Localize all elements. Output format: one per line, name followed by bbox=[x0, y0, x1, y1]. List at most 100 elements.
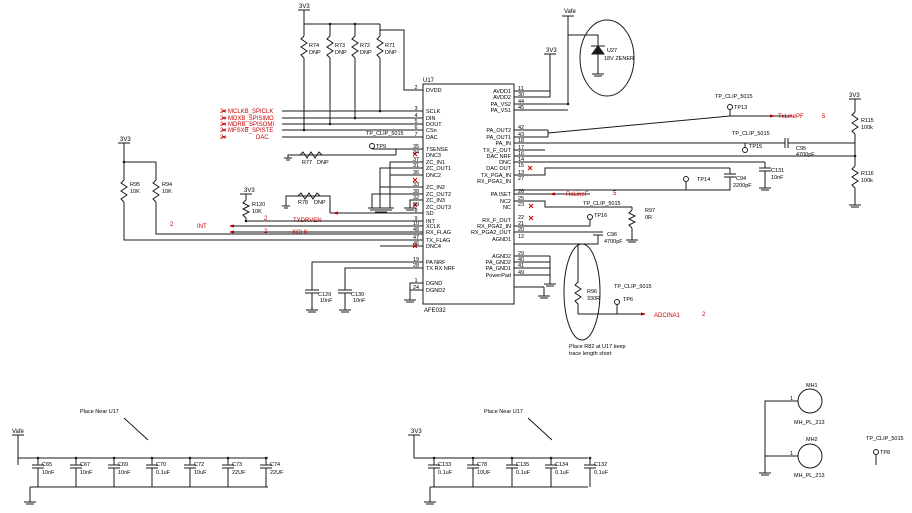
mh1-pin: 1 bbox=[790, 396, 793, 402]
spi-sheet-0: 2 bbox=[220, 109, 224, 115]
tp16-label: TP16 bbox=[594, 213, 607, 219]
ic-pin-name: NC2 bbox=[500, 199, 511, 205]
int-label: INT bbox=[197, 224, 207, 230]
spi-sheet-4: 2 bbox=[220, 135, 224, 141]
cap-3v3-junction bbox=[549, 456, 553, 460]
vafe-cap-value: 10uF bbox=[194, 470, 207, 476]
tp13-clip: TP_CLIP_5015 bbox=[715, 94, 753, 100]
ic-pin-num: 36 bbox=[413, 170, 419, 176]
ic-pin-name: RX_FLAG bbox=[426, 230, 451, 236]
int-sheet: 2 bbox=[170, 222, 174, 228]
ic-pin-name: TSENSE bbox=[426, 147, 448, 153]
ic-pin-name: TX RX NRF bbox=[426, 266, 456, 272]
ic-pin-name: ZC_OUT3 bbox=[426, 205, 451, 211]
ic-pin-num: 13 bbox=[518, 170, 524, 176]
ic-pin-num: 31 bbox=[413, 163, 419, 169]
vafe-cap-junction bbox=[188, 456, 192, 460]
c95-label: C95 bbox=[796, 146, 806, 152]
ic-pin-num: 30 bbox=[518, 92, 524, 98]
c129-label: C129 bbox=[318, 292, 331, 298]
vafe-cap-ref: C65 bbox=[42, 462, 52, 468]
vafe-cap-value: 22UF bbox=[270, 470, 284, 476]
ic-pin-num: 6 bbox=[414, 125, 417, 131]
cap-3v3-ref: C135 bbox=[516, 462, 529, 468]
pwr-3v3-bot: 3V3 bbox=[411, 429, 422, 435]
ic-pin-name: DAC NRF bbox=[487, 154, 512, 160]
cap-3v3-junction bbox=[432, 456, 436, 460]
ic-pin-num: 42 bbox=[518, 125, 524, 131]
ic-pin-name: DNC2 bbox=[426, 173, 441, 179]
ic-pin-name: SD bbox=[426, 211, 434, 217]
spi-net-1: MDXB_SPISIMO bbox=[228, 116, 274, 122]
ic-pin-name: TX_F_OUT bbox=[483, 148, 512, 154]
ic-pin-name: AVDD2 bbox=[493, 95, 511, 101]
ic-pin-num: 7 bbox=[414, 132, 417, 138]
r72-ref: R72 bbox=[360, 43, 370, 49]
r97-val: 0R bbox=[645, 215, 652, 221]
cap-3v3-ref: C134 bbox=[555, 462, 568, 468]
r73-val: DNP bbox=[335, 50, 347, 56]
spi-net-0: MCLKB_SPICLK bbox=[228, 109, 273, 115]
adcina1-sheet: 2 bbox=[702, 312, 706, 318]
ic-pin-num: 22 bbox=[518, 215, 524, 221]
ic-pin-name: TX_FLAG bbox=[426, 238, 450, 244]
zener-val: 18V ZENER bbox=[604, 56, 634, 62]
ic-pin-name: RX_PGA2_OUT bbox=[471, 230, 512, 236]
pwr-3v3-avdd: 3V3 bbox=[546, 48, 557, 54]
spi-net-3: MFSXB_SPISTE bbox=[228, 128, 273, 134]
spi-sheet-2: 2 bbox=[220, 122, 224, 128]
r120-val: 10K bbox=[252, 209, 262, 215]
ic-pin-num: 8 bbox=[414, 208, 417, 214]
cap-3v3-value: 0.1uF bbox=[438, 470, 453, 476]
tp8-label: TP8 bbox=[880, 450, 890, 456]
c130-val: 10nF bbox=[353, 298, 366, 304]
r94-val: 10K bbox=[162, 189, 172, 195]
xclk-sheet: 2 bbox=[264, 229, 268, 235]
pwr-3v3-r115: 3V3 bbox=[849, 93, 860, 99]
mh1-part: MH_PL_213 bbox=[794, 420, 825, 426]
ic-pin-num: 11 bbox=[518, 86, 524, 92]
r115-val: 100k bbox=[861, 125, 873, 131]
pwr-vafe-bot: Vafe bbox=[12, 429, 25, 435]
ic-pin-name: DOUT bbox=[426, 122, 442, 128]
cap-3v3-value: 0.1uF bbox=[555, 470, 570, 476]
ic-pin-num: 17 bbox=[518, 145, 524, 151]
r73-ref: R73 bbox=[335, 43, 345, 49]
ic-pin-num: 21 bbox=[518, 221, 524, 227]
ic-pin-num: 29 bbox=[518, 251, 524, 257]
txdrven-sheet: 2 bbox=[264, 216, 268, 222]
ic-pin-name: AGND1 bbox=[492, 237, 511, 243]
r78-val: DNP bbox=[314, 200, 326, 206]
spi-sheet-1: 2 bbox=[220, 116, 224, 122]
ic-pin-num: 35 bbox=[413, 144, 419, 150]
xclk-label: XCLK bbox=[292, 230, 308, 236]
ic-pin-num: 16 bbox=[518, 151, 524, 157]
adcina1-label: ADCINA1 bbox=[654, 313, 681, 319]
ic-pin-name: PowerPad bbox=[486, 273, 511, 279]
cap-3v3-value: 0.1uF bbox=[516, 470, 531, 476]
ic-pin-num: 46 bbox=[413, 241, 419, 247]
ic-pin-num: 34 bbox=[413, 150, 419, 156]
pwr-3v3-top: 3V3 bbox=[299, 4, 310, 10]
tp16-clip: TP_CLIP_5015 bbox=[583, 201, 621, 207]
vafe-cap-value: 10nF bbox=[118, 470, 131, 476]
ic-pin-num: 24 bbox=[413, 285, 419, 291]
tp6-clip: TP_CLIP_5015 bbox=[614, 284, 652, 290]
ic-pin-num: 4 bbox=[414, 113, 417, 119]
ic-pin-name: DNC bbox=[499, 160, 511, 166]
r95-3v3: 3V3 bbox=[120, 137, 131, 143]
ic-pin-name: AVDD1 bbox=[493, 89, 511, 95]
ic-pin-name: PA_OUT2 bbox=[486, 128, 511, 134]
ic-pin-name: INT bbox=[426, 219, 436, 225]
r95-val: 10K bbox=[130, 189, 140, 195]
ic-pin-num: 20 bbox=[518, 227, 524, 233]
vafe-cap-ref: C74 bbox=[270, 462, 280, 468]
rxlinef-sheet: 5 bbox=[613, 191, 617, 197]
cap-3v3-ref: C133 bbox=[438, 462, 451, 468]
ic-pin-num: 10 bbox=[413, 221, 419, 227]
ic-pin-num: 49 bbox=[518, 270, 524, 276]
cap-3v3-value: 10UF bbox=[477, 470, 491, 476]
ic-pin-name: ZC_OUT1 bbox=[426, 166, 451, 172]
r74-ref: R74 bbox=[309, 43, 319, 49]
